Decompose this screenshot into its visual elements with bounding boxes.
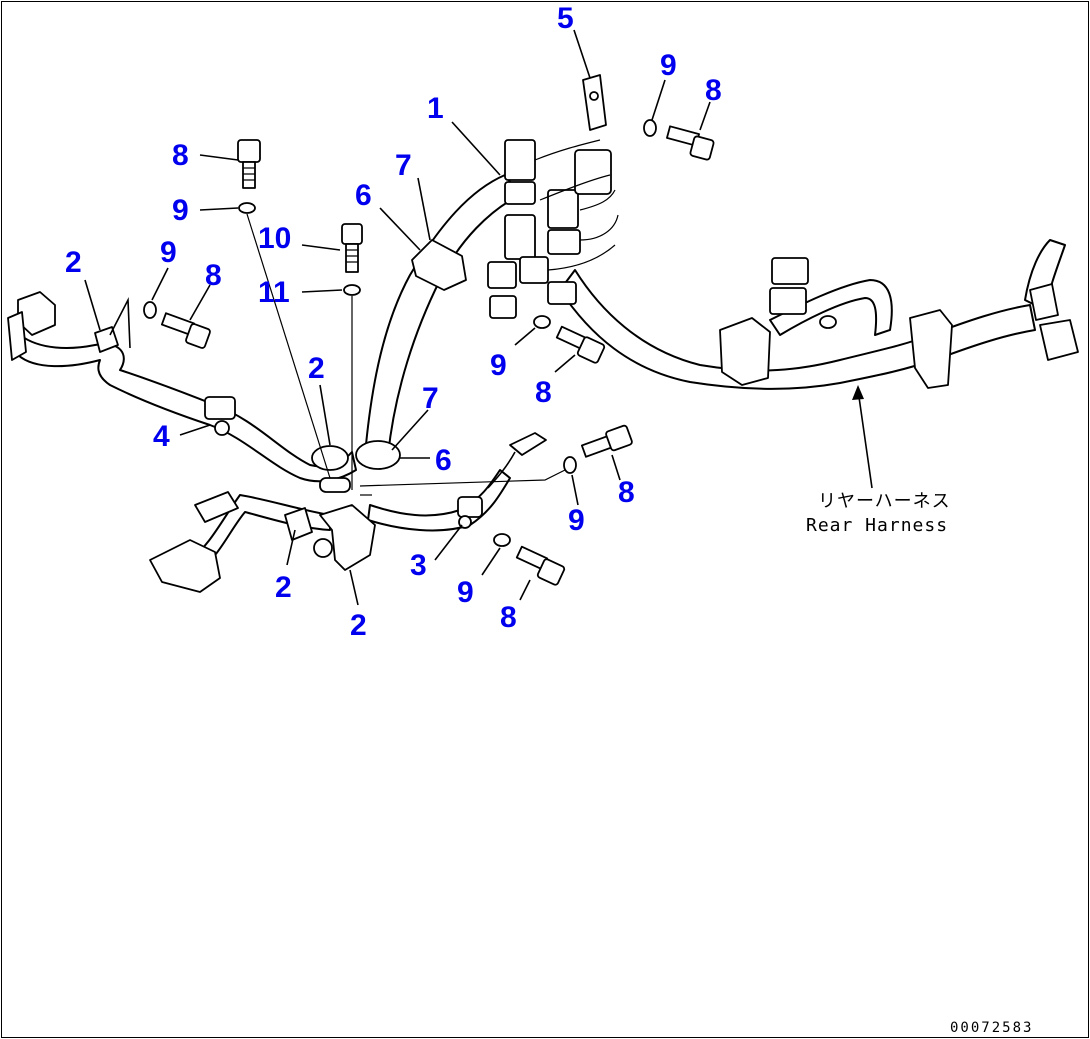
harness-right-loop — [769, 279, 893, 336]
connector-lower-left-b — [149, 539, 221, 593]
clamp-right-1 — [719, 317, 771, 386]
bracket-lower-center — [319, 504, 376, 571]
connector-center-right — [509, 432, 547, 456]
bolt-10 — [341, 223, 363, 273]
callout-8-left: 8 — [205, 259, 222, 292]
fasteners — [143, 119, 715, 586]
callout-9-top-right: 9 — [660, 49, 677, 82]
washer-11 — [343, 284, 361, 296]
clamp-part-4-eye — [214, 420, 230, 436]
clamp-part-6-upper — [411, 239, 467, 291]
bolt-8-right — [580, 424, 633, 458]
document-number: 00072583 — [950, 1020, 1033, 1036]
callout-4: 4 — [153, 420, 170, 453]
callout-7-lower: 7 — [422, 382, 439, 415]
callout-8-lower: 8 — [500, 601, 517, 634]
callout-labels: 5 9 8 1 8 7 6 9 10 2 9 8 11 9 2 8 7 4 6 … — [65, 2, 722, 642]
callout-8-center: 8 — [535, 376, 552, 409]
callout-9-lower: 9 — [457, 576, 474, 609]
connector-left-plug — [7, 311, 27, 361]
callout-10: 10 — [258, 222, 291, 255]
callout-2-lower-left: 2 — [275, 571, 292, 604]
bracket-left — [109, 296, 131, 349]
washer-9-lower — [493, 533, 511, 547]
callout-8-top-right: 8 — [705, 74, 722, 107]
ring-terminal-right — [819, 315, 837, 329]
clamp-part-6-lower — [355, 440, 401, 470]
callout-9-top-left: 9 — [172, 194, 189, 227]
callout-5: 5 — [557, 2, 574, 35]
connector-lower-left-a — [194, 491, 239, 523]
bolt-8-top-right — [666, 125, 715, 161]
connector-right-1 — [771, 257, 809, 285]
callout-1: 1 — [427, 92, 444, 125]
callout-6-lower: 6 — [435, 444, 452, 477]
rear-harness-note-en: Rear Harness — [806, 515, 948, 536]
connector-lower-left-c — [284, 507, 313, 541]
callout-9-left: 9 — [160, 236, 177, 269]
bolt-8-top-left — [237, 139, 261, 189]
callout-2-center: 2 — [308, 352, 325, 385]
washer-9-center — [533, 315, 551, 329]
callout-6-upper: 6 — [355, 179, 372, 212]
connector-rear-end — [1039, 319, 1079, 361]
clamp-part-4 — [204, 396, 236, 420]
leader-lines — [84, 29, 873, 606]
callout-9-center: 9 — [490, 349, 507, 382]
connector-right-2 — [769, 287, 807, 315]
rear-harness-note-jp: リヤーハーネス — [818, 491, 951, 512]
bracket-lower-bolt — [313, 538, 333, 558]
bolt-8-left — [160, 312, 211, 349]
washer-9-top-left — [238, 202, 256, 214]
clamp-part-2-left — [94, 326, 119, 353]
callout-8-right: 8 — [618, 476, 635, 509]
clamp-part-3 — [457, 496, 483, 518]
harness-lower-right — [367, 469, 511, 532]
callout-2-top-left: 2 — [65, 246, 82, 279]
bolt-8-lower — [515, 545, 566, 586]
washer-9-top-right — [643, 119, 657, 137]
callout-9-right: 9 — [568, 504, 585, 537]
callout-2-lower-center: 2 — [350, 609, 367, 642]
connector-cluster — [487, 139, 619, 319]
bracket-rear-end — [1029, 283, 1059, 321]
bracket-part-5 — [582, 74, 607, 131]
harness-branch-left — [17, 334, 357, 483]
washer-9-left — [143, 301, 157, 319]
rear-harness-note: リヤーハーネス Rear Harness — [806, 491, 951, 536]
washer-9-right — [563, 456, 577, 474]
ring-terminal-center — [319, 477, 351, 493]
callout-7-upper: 7 — [395, 149, 412, 182]
callout-11: 11 — [258, 276, 290, 309]
clamp-right-2 — [909, 309, 953, 389]
callout-8-top-left: 8 — [172, 139, 189, 172]
lead-center-right — [487, 451, 516, 489]
clamp-part-2-center — [311, 445, 349, 471]
bracket-part-5-hole — [589, 91, 599, 101]
harness-parts — [7, 74, 1079, 593]
callout-3: 3 — [410, 549, 427, 582]
bolt-8-center — [555, 325, 606, 364]
